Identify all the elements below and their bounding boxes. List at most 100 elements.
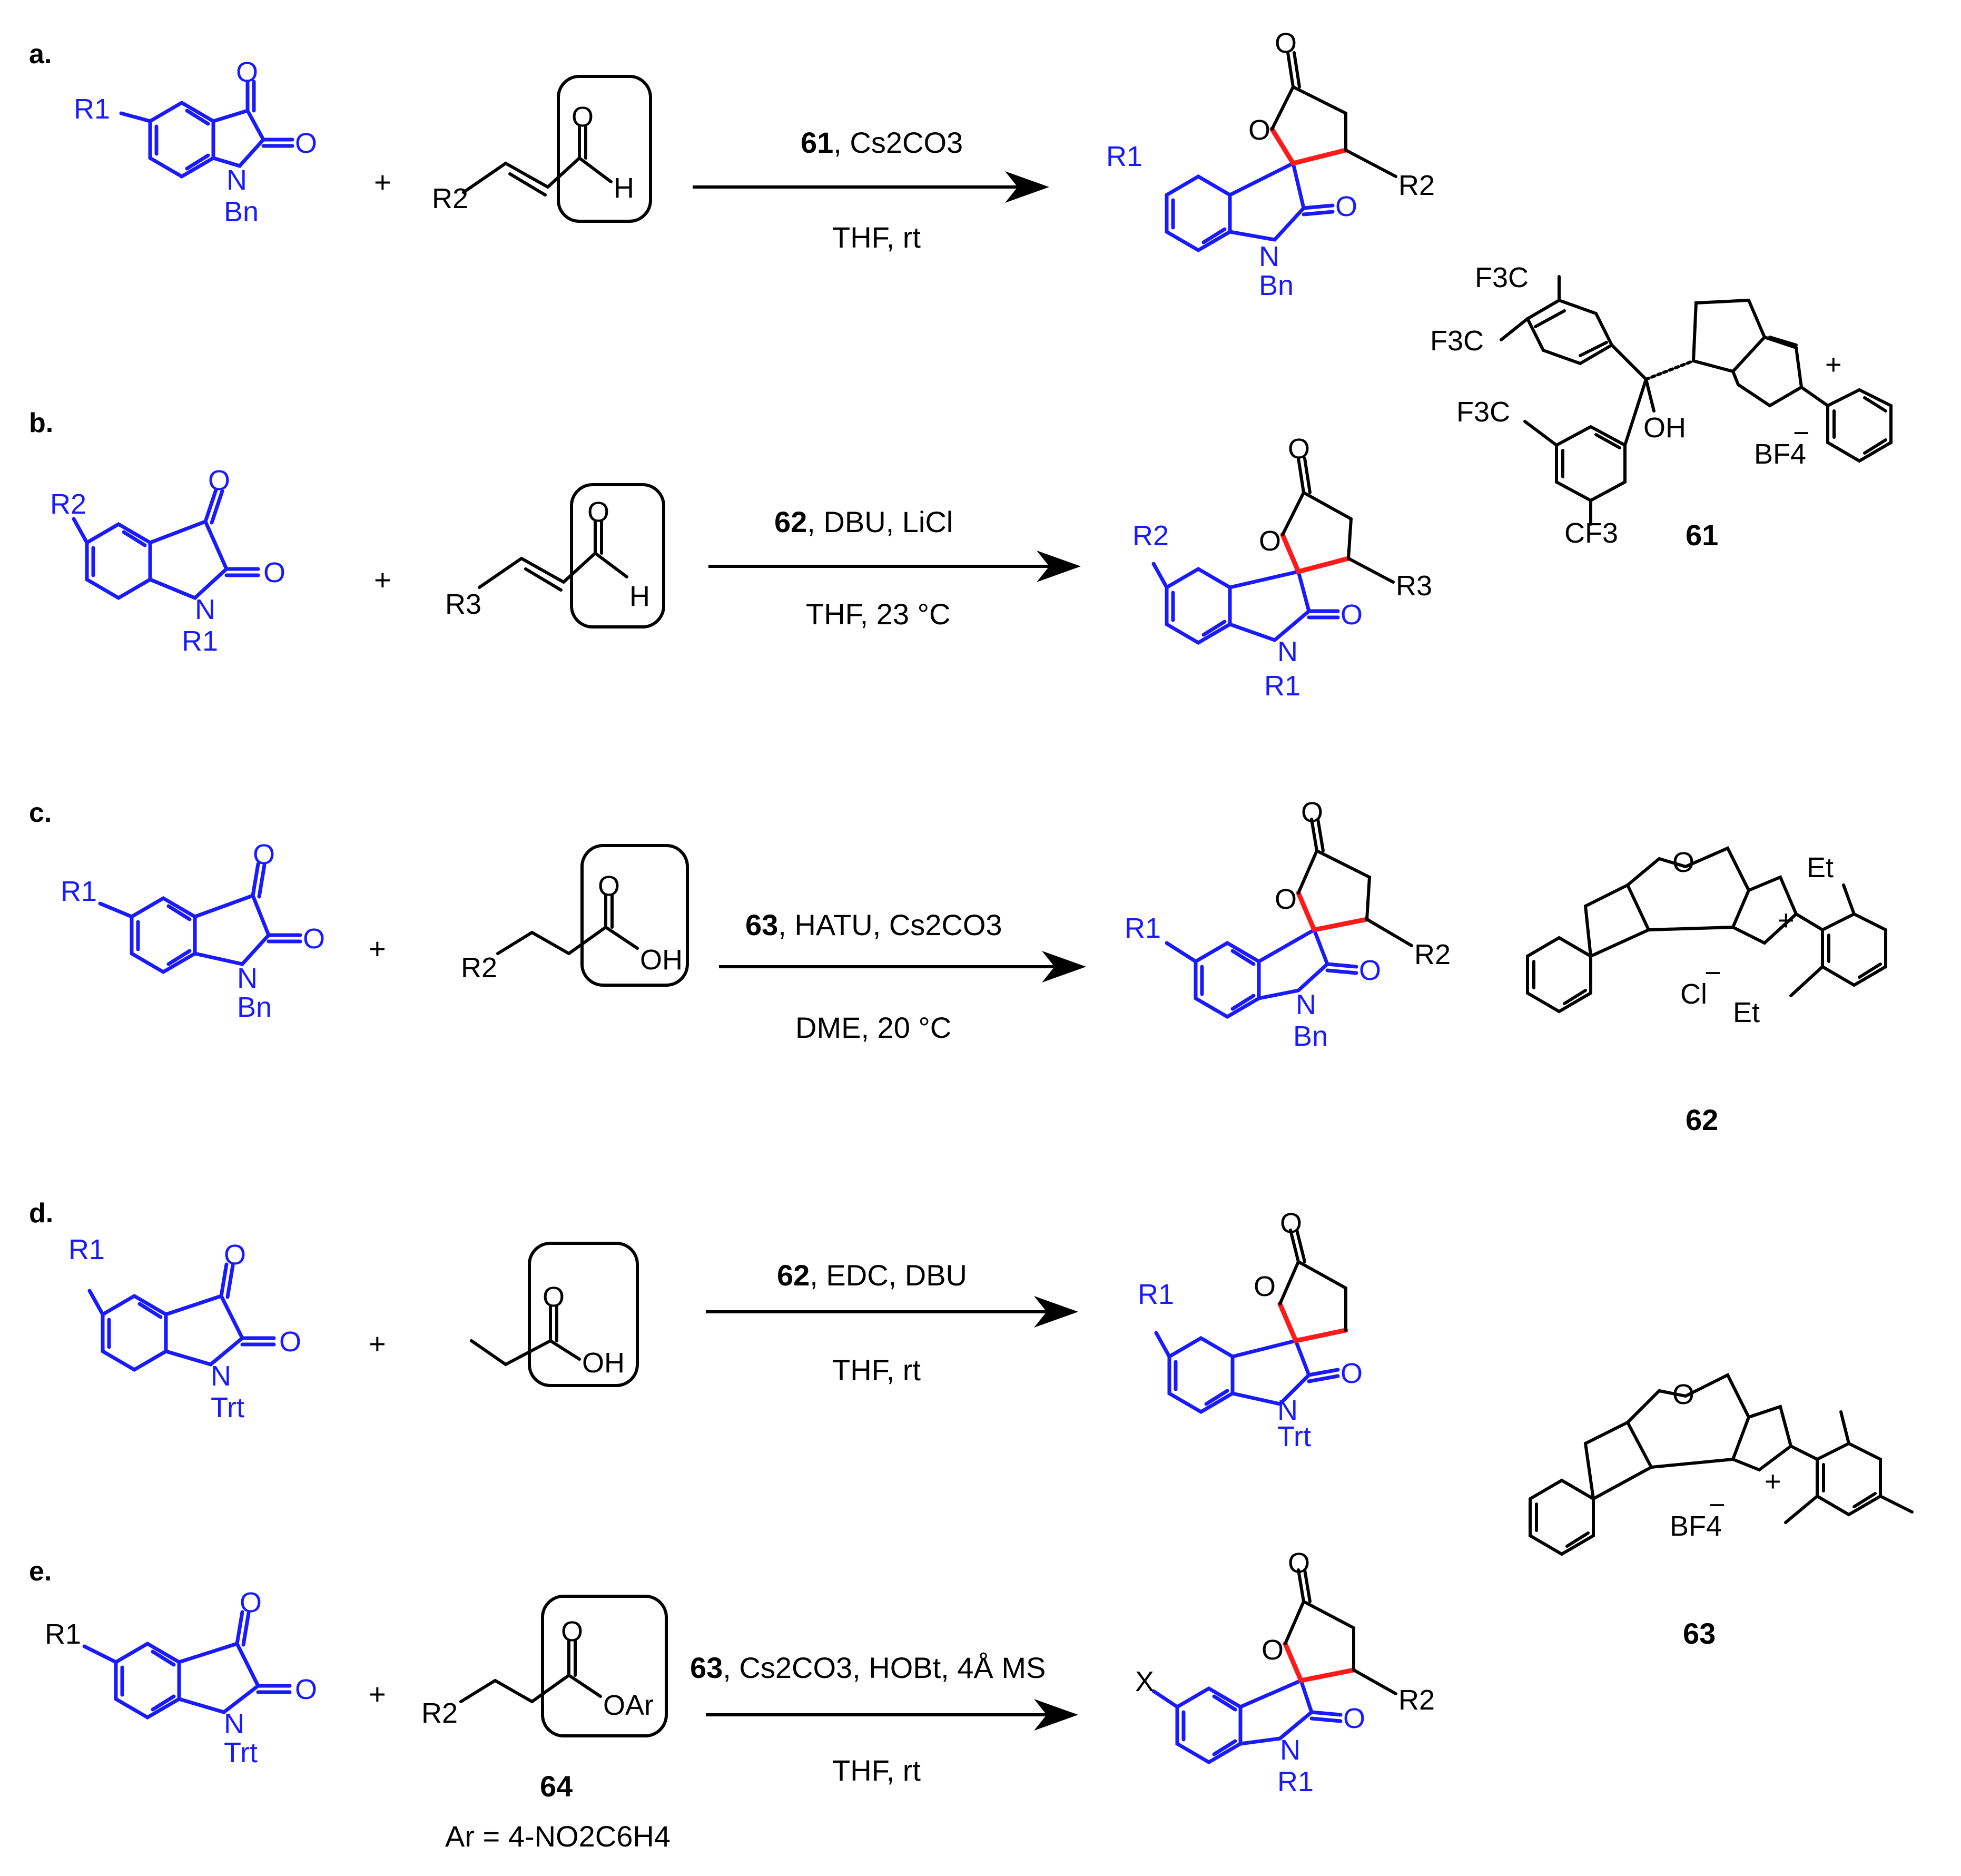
svg-text:O: O [1275, 883, 1297, 915]
svg-text:O: O [598, 870, 620, 902]
catalyst-62: O Et Et + Cl− 62 [1526, 846, 1887, 1136]
svg-text:R1: R1 [1277, 1766, 1314, 1798]
svg-text:O: O [1343, 1703, 1365, 1734]
svg-text:R1: R1 [182, 625, 218, 657]
svg-text:O: O [1262, 1634, 1284, 1666]
svg-text:H: H [629, 581, 650, 612]
spirolactone-product: O O O N R1 R2 R3 [1132, 433, 1432, 702]
svg-text:R1: R1 [45, 1618, 81, 1650]
svg-text:O: O [1280, 1207, 1302, 1239]
reagents: 62, EDC, DBU [777, 1259, 967, 1292]
svg-text:N: N [1277, 1394, 1298, 1426]
svg-text:O: O [1254, 1271, 1276, 1302]
svg-text:O: O [1341, 599, 1363, 631]
ring-oxygen: O [1672, 847, 1694, 878]
svg-text:Bn: Bn [1259, 270, 1294, 301]
svg-text:Trt: Trt [224, 1737, 258, 1769]
svg-text:O: O [1341, 1358, 1363, 1389]
svg-text:OH: OH [640, 944, 683, 976]
svg-text:O: O [561, 1616, 583, 1647]
svg-text:O: O [1259, 525, 1281, 557]
enal-partner: O H R2 [432, 75, 652, 223]
svg-text:O: O [1288, 1547, 1310, 1579]
catalyst-number: 62 [1686, 1103, 1718, 1136]
ring-oxygen: O [1672, 1379, 1694, 1410]
ester-partner: O OAr R2 64 Ar = 4-NO2C6H4 [421, 1595, 671, 1853]
conditions: THF, rt [832, 221, 921, 254]
plus-sign: + [369, 932, 386, 965]
counterion: BF4− [1670, 1489, 1726, 1542]
plus-sign: + [369, 1677, 386, 1711]
svg-text:R3: R3 [1396, 570, 1432, 602]
isatin-starting-material: O O N Bn R1 [61, 839, 325, 1023]
plus-sign: + [374, 563, 391, 596]
plus-sign: + [374, 165, 391, 199]
svg-text:O: O [543, 1281, 565, 1313]
svg-text:R1: R1 [61, 876, 97, 907]
svg-text:N: N [237, 962, 258, 994]
spirolactone-product: O O O N Bn R1 R2 [1106, 27, 1435, 301]
svg-text:N: N [1277, 636, 1298, 667]
svg-text:O: O [224, 1239, 246, 1271]
hydroxyl-group: OH [1643, 412, 1686, 444]
svg-text:OH: OH [582, 1347, 625, 1379]
scheme-c: c. O O N Bn R1 + O OH R2 [29, 797, 1451, 1052]
scheme-a: a. O O N Bn R1 + O [29, 27, 1435, 301]
svg-text:O: O [1335, 191, 1357, 222]
svg-text:O: O [263, 557, 285, 588]
carbonyl-o: O [236, 56, 258, 88]
scheme-label: d. [29, 1198, 53, 1229]
svg-text:N: N [195, 594, 215, 625]
reagents: 63, Cs2CO3, HOBt, 4Å MS [690, 1651, 1046, 1684]
scheme-label: c. [29, 798, 52, 828]
svg-text:N: N [224, 1708, 244, 1740]
svg-text:O: O [587, 496, 609, 528]
svg-text:Trt: Trt [1277, 1421, 1311, 1452]
acid-partner: O OH R2 [461, 844, 689, 987]
plus-sign: + [369, 1327, 386, 1360]
svg-text:R2: R2 [1398, 170, 1435, 201]
spirolactone-product: O O O N R1 X R2 [1135, 1547, 1435, 1798]
aryl-definition: Ar = 4-NO2C6H4 [445, 1820, 671, 1853]
cf3-group: F3C [1430, 325, 1484, 357]
svg-text:R2: R2 [461, 952, 497, 984]
acid-partner: O OH [470, 1242, 639, 1387]
catalyst-63: O + BF4− 63 [1529, 1372, 1914, 1650]
svg-text:R1: R1 [1106, 141, 1142, 172]
svg-text:O: O [1275, 27, 1297, 59]
svg-text:R1: R1 [1138, 1279, 1174, 1310]
cationic-charge: + [1778, 905, 1795, 936]
conditions: THF, rt [832, 1754, 921, 1787]
cf3-group: CF3 [1564, 517, 1618, 549]
n-substituent: Bn [224, 196, 259, 228]
nitrogen: N [226, 164, 247, 196]
scheme-e: e. O O N Trt R1 + O OAr R2 [29, 1547, 1435, 1853]
svg-text:R1: R1 [68, 1234, 105, 1265]
svg-text:R2: R2 [1414, 939, 1451, 970]
conditions: DME, 20 °C [795, 1011, 951, 1044]
enal-partner: O H R3 [445, 483, 665, 628]
svg-text:O: O [1288, 433, 1310, 465]
cf3-group: F3C [1456, 396, 1510, 428]
svg-text:N: N [1280, 1734, 1300, 1766]
svg-text:R2: R2 [1132, 520, 1169, 552]
svg-text:R2: R2 [421, 1697, 458, 1729]
reagents: 62, DBU, LiCl [774, 505, 953, 538]
svg-text:O: O [1248, 114, 1270, 146]
scheme-label: e. [29, 1556, 52, 1587]
cf3-group: F3C [1475, 262, 1529, 293]
ethyl-group: Et [1733, 997, 1760, 1028]
spirolactone-product: O O O N Trt R1 [1138, 1207, 1363, 1452]
spirolactone-product: O O O N Bn R1 R2 [1125, 797, 1451, 1052]
reagents: 63, HATU, Cs2CO3 [745, 908, 1002, 941]
svg-text:R1: R1 [1125, 912, 1161, 944]
svg-text:O: O [240, 1587, 262, 1618]
svg-text:O: O [295, 1674, 317, 1705]
svg-text:Bn: Bn [237, 991, 272, 1023]
svg-text:R2: R2 [50, 488, 86, 520]
svg-text:O: O [253, 839, 275, 870]
catalyst-number: 61 [1686, 518, 1718, 552]
svg-text:R1: R1 [1264, 670, 1300, 702]
svg-text:N: N [1296, 989, 1316, 1020]
